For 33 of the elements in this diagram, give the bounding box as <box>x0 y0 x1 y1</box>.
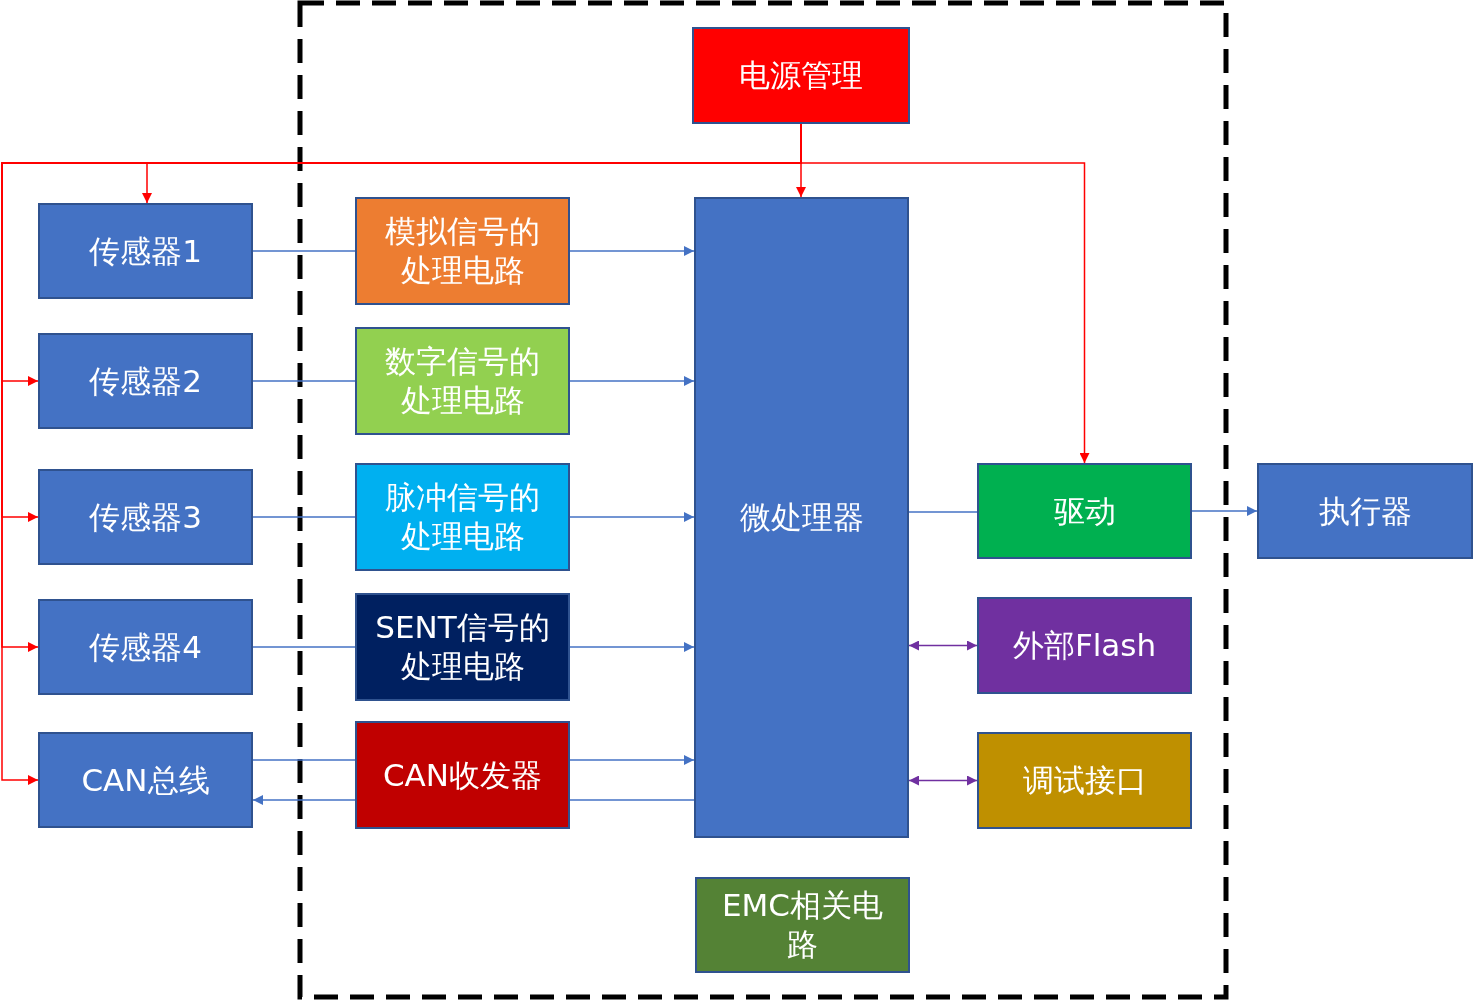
processor-box: 微处理器 <box>694 197 909 838</box>
power-box: 电源管理 <box>692 27 910 124</box>
arrow <box>569 512 695 522</box>
connector-line <box>908 511 978 513</box>
transceiver-box: CAN收发器 <box>355 721 570 829</box>
connector-line <box>252 516 356 518</box>
connector-line <box>252 646 356 648</box>
actuator-box: 执行器 <box>1257 463 1473 559</box>
arrow <box>569 246 695 256</box>
arrow <box>1191 506 1258 516</box>
arrow <box>908 775 978 786</box>
connector-line <box>252 380 356 382</box>
circuit-box: 数字信号的处理电路 <box>355 327 570 435</box>
arrow <box>252 795 356 805</box>
driver-box: 驱动 <box>977 463 1192 559</box>
sensor-box: 传感器4 <box>38 599 253 695</box>
circuit-box: 模拟信号的处理电路 <box>355 197 570 305</box>
arrow <box>569 376 695 386</box>
bus-box: CAN总线 <box>38 732 253 828</box>
sensor-box: 传感器2 <box>38 333 253 429</box>
connector-line <box>252 759 356 761</box>
circuit-box: 脉冲信号的处理电路 <box>355 463 570 571</box>
circuit-box: SENT信号的处理电路 <box>355 593 570 701</box>
arrow <box>569 755 695 765</box>
sensor-box: 传感器3 <box>38 469 253 565</box>
sensor-box: 传感器1 <box>38 203 253 299</box>
arrow <box>569 642 695 652</box>
arrow <box>908 640 978 651</box>
connector-line <box>252 250 356 252</box>
interface-box: 调试接口 <box>977 732 1192 829</box>
memory-box: 外部Flash <box>977 597 1192 694</box>
circuit-box: EMC相关电路 <box>695 877 910 973</box>
connector-line <box>569 799 695 801</box>
